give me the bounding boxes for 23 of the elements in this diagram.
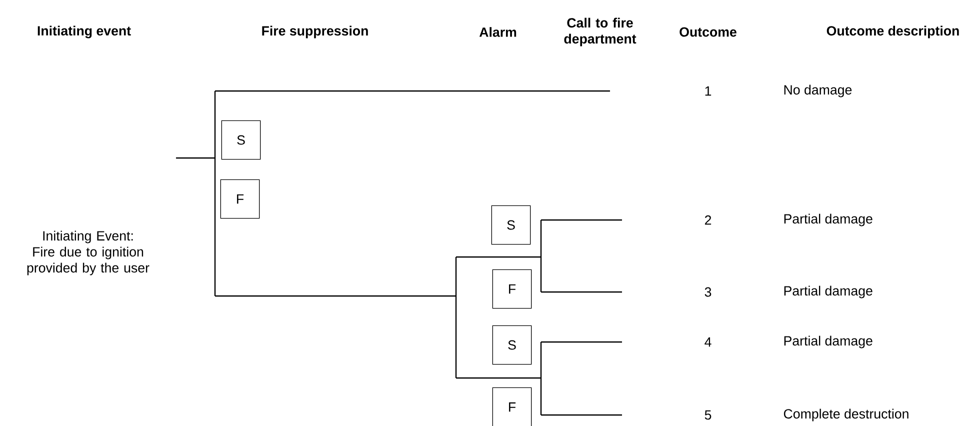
branch-box: F — [220, 179, 260, 219]
column-header: Outcome — [680, 27, 736, 37]
outcome-description: Partial damage — [784, 336, 872, 348]
branch-box: F — [492, 269, 532, 309]
branch-box: S — [221, 120, 261, 160]
outcome-description: Complete destruction — [784, 408, 908, 422]
column-header: Alarm — [479, 27, 516, 37]
column-header: Initiating event — [38, 26, 131, 38]
column-header: Call to fire department — [564, 18, 636, 46]
initiating-event-text: Initiating Event: Fire due to ignition provided by the user — [27, 230, 150, 276]
branch-box: S — [491, 205, 531, 245]
outcome-description: Partial damage — [784, 214, 872, 226]
outcome-number: 4 — [704, 337, 712, 347]
outcome-number: 2 — [704, 215, 712, 225]
outcome-number: 1 — [705, 86, 712, 96]
outcome-number: 5 — [704, 410, 712, 420]
column-header: Fire suppression — [262, 26, 368, 38]
outcome-number: 3 — [704, 287, 712, 297]
branch-box: F — [492, 387, 532, 426]
outcome-description: Partial damage — [784, 286, 872, 298]
branch-box: S — [492, 325, 532, 365]
outcome-description: No damage — [784, 84, 852, 98]
column-header: Outcome description — [826, 26, 959, 38]
